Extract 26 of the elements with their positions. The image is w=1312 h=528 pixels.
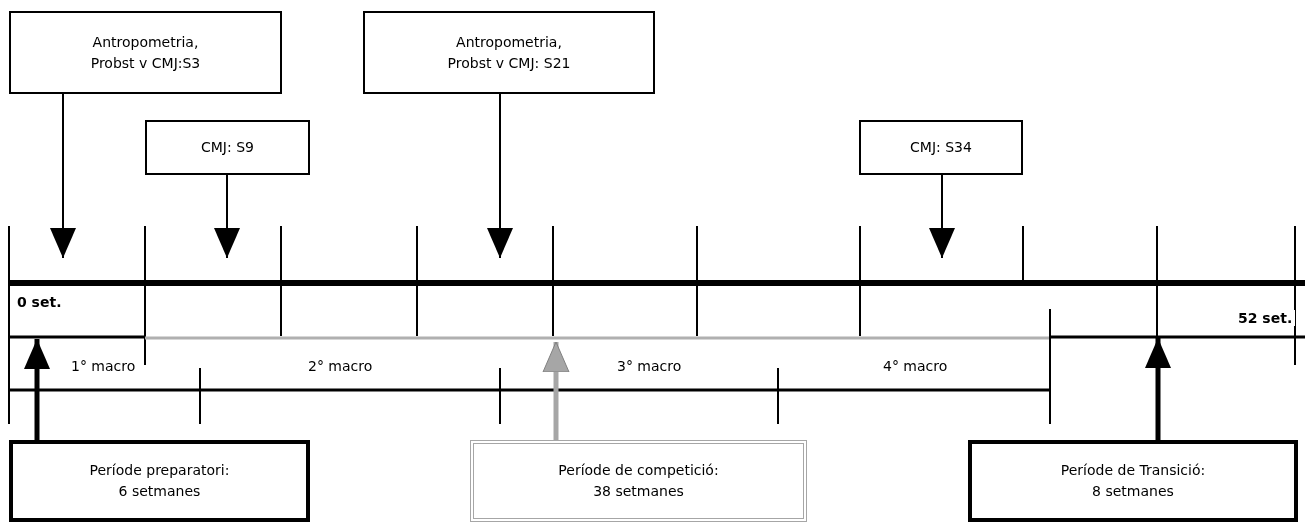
test-box (363, 11, 655, 94)
box-text: Període de competició: (558, 461, 719, 480)
arrow (542, 341, 570, 440)
arrow (50, 93, 76, 259)
box-text: Antropometria, (92, 32, 199, 52)
box-text: CMJ: S34 (910, 138, 972, 157)
box-text: CMJ: S9 (201, 138, 254, 157)
test-box (145, 120, 310, 175)
box-text: 38 setmanes (593, 482, 684, 501)
period-box (470, 440, 807, 522)
box-text: Període de Transició: (1060, 461, 1206, 480)
box-text: 8 setmanes (1092, 482, 1174, 501)
arrow (24, 339, 50, 440)
arrow (1145, 338, 1171, 440)
box-text: Probst v CMJ: S21 (447, 53, 571, 73)
box-text: Probst v CMJ:S3 (90, 53, 201, 73)
box-text: Període preparatori: (89, 461, 230, 480)
period-box (968, 440, 1298, 522)
arrow (214, 174, 240, 259)
box-text: Antropometria, (456, 32, 562, 52)
period-box (9, 440, 310, 522)
test-box (9, 11, 282, 94)
test-box (859, 120, 1023, 175)
arrow (929, 174, 955, 259)
box-text: 6 setmanes (118, 482, 201, 501)
arrow (487, 93, 513, 259)
